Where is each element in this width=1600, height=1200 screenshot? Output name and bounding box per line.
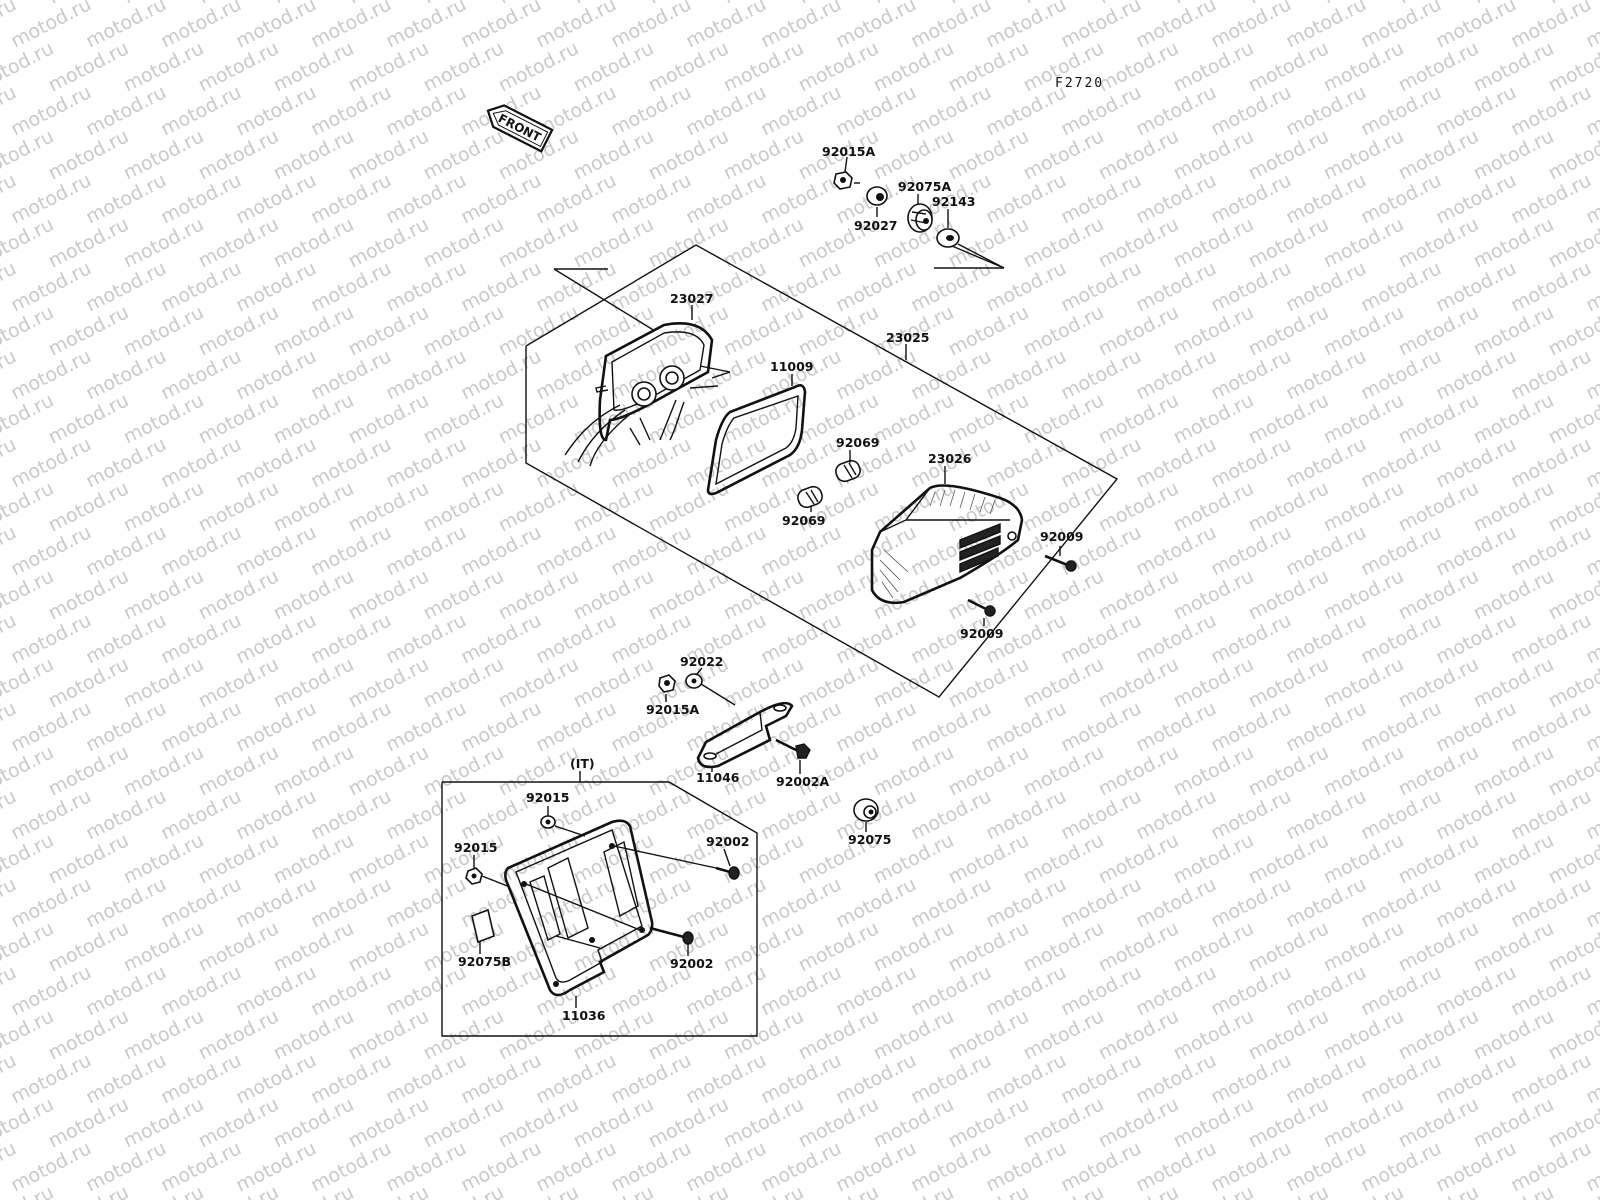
callout-92143: 92143 — [932, 194, 976, 209]
callout-leaders — [473, 156, 1061, 1008]
pad-92075b — [471, 908, 495, 944]
callout-92015a-top: 92015A — [822, 144, 875, 159]
callout-92069-lower: 92069 — [782, 513, 826, 528]
callout-92075: 92075 — [848, 832, 892, 847]
grommet-92075 — [853, 798, 879, 822]
grommet-92075a — [907, 203, 933, 233]
callout-92015a-mid: 92015A — [646, 702, 699, 717]
bracket-11046 — [696, 701, 794, 769]
callout-labels: 92015A 92027 92075A 92143 23027 23025 11… — [454, 144, 1084, 1023]
figure-code: F2720 — [1055, 76, 1104, 91]
callout-92027: 92027 — [854, 218, 898, 233]
gasket-11009 — [706, 384, 807, 496]
washer-92143 — [936, 228, 960, 248]
lens-hatch — [879, 489, 996, 599]
callout-92075a: 92075A — [898, 179, 951, 194]
nut-92015-left — [465, 867, 483, 885]
bulb-92069-lower — [797, 485, 823, 509]
lamp-housing-23027 — [564, 322, 731, 467]
callout-92009-bottom: 92009 — [960, 626, 1004, 641]
bolt-92002-upper — [715, 866, 740, 880]
nut-92015a-top — [833, 171, 853, 190]
callout-92002a: 92002A — [776, 774, 829, 789]
callout-11036: 11036 — [562, 1008, 606, 1023]
callout-92015-left: 92015 — [454, 840, 498, 855]
callout-11009: 11009 — [770, 359, 814, 374]
callout-23027: 23027 — [670, 291, 714, 306]
lens-23026 — [870, 484, 1024, 605]
screw-92009-right — [1044, 554, 1077, 572]
nut-92015a-mid — [658, 674, 676, 693]
plate-bracket-11036 — [504, 819, 717, 997]
bolt-92002a — [775, 738, 811, 759]
callout-92069-upper: 92069 — [836, 435, 880, 450]
callout-92022: 92022 — [680, 654, 724, 669]
callout-92002-lower: 92002 — [670, 956, 714, 971]
nut-92015-upper — [540, 815, 556, 829]
callout-92009-right: 92009 — [1040, 529, 1084, 544]
screw-92009-bottom — [967, 598, 996, 617]
callout-23025: 23025 — [886, 330, 930, 345]
callout-92015-upper: 92015 — [526, 790, 570, 805]
callout-92075b: 92075B — [458, 954, 511, 969]
callout-23026: 23026 — [928, 451, 972, 466]
callout-11046: 11046 — [696, 770, 740, 785]
bulb-92069-upper — [835, 459, 861, 483]
license-bracket-frame — [441, 781, 758, 1037]
callout-region-it: (IT) — [570, 756, 595, 771]
washer-92022 — [685, 673, 703, 689]
collar-92027 — [866, 186, 888, 206]
callout-92002-upper: 92002 — [706, 834, 750, 849]
